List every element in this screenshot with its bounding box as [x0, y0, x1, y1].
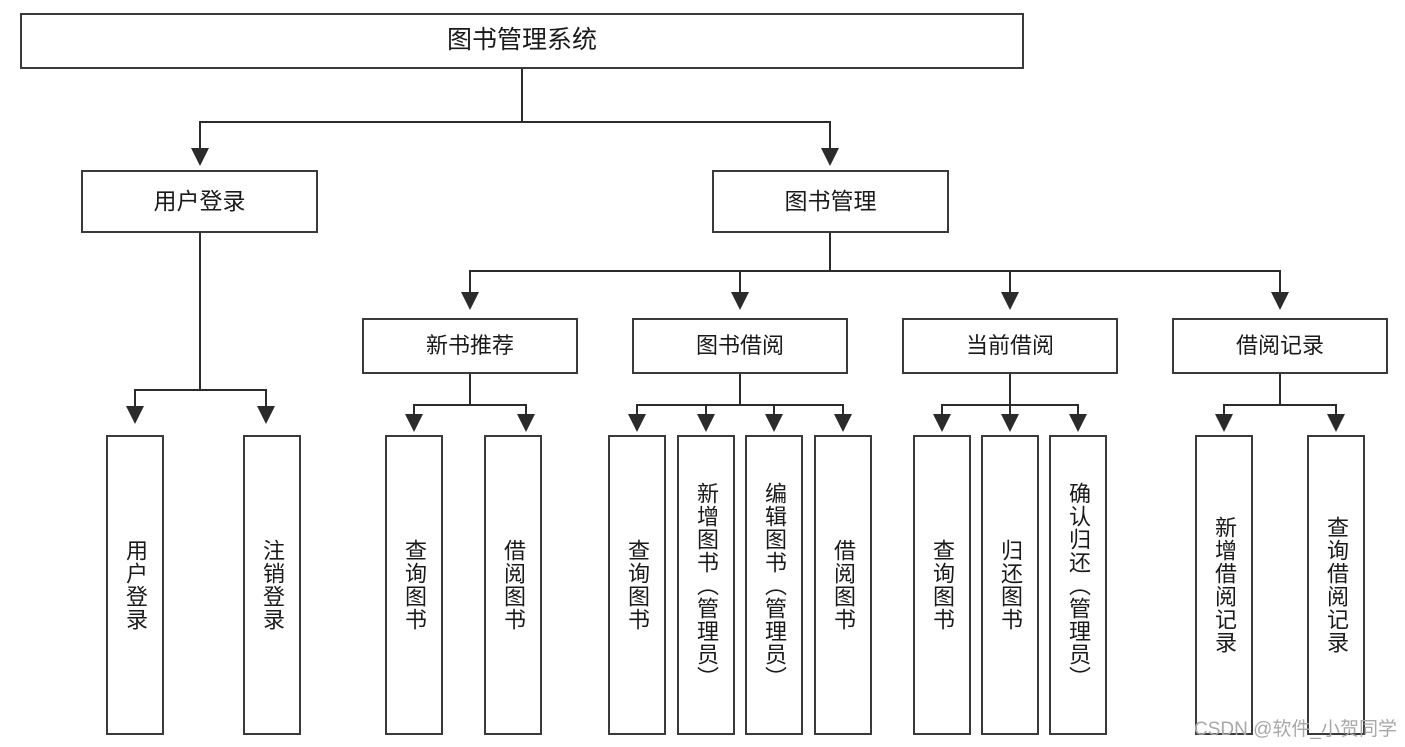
- node-label: 用户登录: [153, 187, 246, 214]
- node-borrow-record[interactable]: 借阅记录: [1172, 318, 1388, 374]
- arrowhead-new-book-rec: [461, 292, 479, 310]
- node-label: 当前借阅: [965, 333, 1054, 359]
- arrowhead-nbr-query-book: [405, 414, 423, 432]
- connector-cb-c3: [1077, 404, 1079, 416]
- node-new-book-recommendation[interactable]: 新书推荐: [362, 318, 578, 374]
- connector-book-manage-bus: [469, 270, 1281, 272]
- watermark-csdn: CSDN @软件_小贺同学: [1194, 719, 1397, 740]
- node-label: 编辑图书（管理员）: [761, 481, 787, 689]
- connector-root-to-user-login: [199, 121, 201, 149]
- connector-bb-c3: [773, 404, 775, 416]
- arrowhead-br-add-record: [1215, 414, 1233, 432]
- connector-br-stem: [1279, 374, 1281, 405]
- node-label: 查询借阅记录: [1323, 516, 1349, 654]
- connector-bb-c4: [842, 404, 844, 416]
- node-label: 借阅图书: [500, 539, 526, 631]
- connector-bm-to-current-borrow: [1009, 270, 1011, 293]
- connector-br-left: [1223, 404, 1225, 416]
- node-label: 新增图书（管理员）: [693, 481, 719, 689]
- arrowhead-book-borrow: [731, 292, 749, 310]
- connector-bb-stem: [739, 374, 741, 405]
- leaf-return-book[interactable]: 归还图书: [981, 435, 1039, 735]
- node-label: 借阅图书: [830, 539, 856, 631]
- node-book-borrow[interactable]: 图书借阅: [632, 318, 848, 374]
- arrowhead-cb-confirm-return: [1069, 414, 1087, 432]
- connector-root-bus: [199, 121, 831, 123]
- node-label: 查询图书: [401, 539, 427, 631]
- connector-root-stem: [521, 69, 523, 122]
- connector-user-login-bus: [134, 389, 266, 391]
- connector-br-right: [1335, 404, 1337, 416]
- leaf-query-borrow-record[interactable]: 查询借阅记录: [1307, 435, 1365, 735]
- node-book-manage[interactable]: 图书管理: [712, 170, 949, 233]
- node-current-borrow[interactable]: 当前借阅: [902, 318, 1118, 374]
- node-label: 用户登录: [122, 539, 148, 631]
- node-user-login[interactable]: 用户登录: [81, 170, 318, 233]
- leaf-confirm-return-admin[interactable]: 确认归还（管理员）: [1049, 435, 1107, 735]
- arrowhead-bb-borrow-book: [834, 414, 852, 432]
- node-label: 查询图书: [624, 539, 650, 631]
- connector-bm-to-borrow-record: [1279, 270, 1281, 293]
- connector-nbr-left: [413, 404, 415, 416]
- leaf-add-borrow-record[interactable]: 新增借阅记录: [1195, 435, 1253, 735]
- arrowhead-current-borrow: [1001, 292, 1019, 310]
- arrowhead-bb-edit-book: [765, 414, 783, 432]
- arrowhead-cb-query-book: [933, 414, 951, 432]
- node-label: 查询图书: [929, 539, 955, 631]
- arrowhead-bb-add-book: [697, 414, 715, 432]
- connector-bm-to-book-borrow: [739, 270, 741, 293]
- node-label: 归还图书: [997, 539, 1023, 631]
- connector-user-login-right: [265, 389, 267, 407]
- arrowhead-nbr-borrow-book: [517, 414, 535, 432]
- arrowhead-to-book-manage: [821, 148, 839, 166]
- node-label: 图书管理系统: [446, 26, 597, 55]
- connector-bb-c1: [636, 404, 638, 416]
- node-label: 借阅记录: [1235, 333, 1324, 359]
- connector-cb-c1: [941, 404, 943, 416]
- arrowhead-cb-return-book: [1001, 414, 1019, 432]
- node-label: 图书借阅: [695, 333, 784, 359]
- connector-bb-c2: [705, 404, 707, 416]
- leaf-user-login[interactable]: 用户登录: [106, 435, 164, 735]
- connector-user-login-stem: [199, 233, 201, 390]
- arrowhead-borrow-record: [1271, 292, 1289, 310]
- arrowhead-leaf-user-login: [126, 406, 144, 424]
- connector-user-login-left: [134, 389, 136, 407]
- node-label: 新书推荐: [425, 333, 514, 359]
- node-root-book-management-system[interactable]: 图书管理系统: [20, 13, 1024, 69]
- node-label: 注销登录: [259, 539, 285, 631]
- connector-cb-stem: [1009, 374, 1011, 405]
- node-label: 新增借阅记录: [1211, 516, 1237, 654]
- connector-br-bus: [1223, 404, 1336, 406]
- connector-nbr-right: [525, 404, 527, 416]
- leaf-edit-book-admin[interactable]: 编辑图书（管理员）: [745, 435, 803, 735]
- arrowhead-br-query-record: [1327, 414, 1345, 432]
- arrowhead-bb-query-book: [628, 414, 646, 432]
- leaf-query-book-current[interactable]: 查询图书: [913, 435, 971, 735]
- connector-nbr-bus: [413, 404, 526, 406]
- leaf-query-book-new-rec[interactable]: 查询图书: [385, 435, 443, 735]
- leaf-add-book-admin[interactable]: 新增图书（管理员）: [677, 435, 735, 735]
- leaf-borrow-book-borrow[interactable]: 借阅图书: [814, 435, 872, 735]
- leaf-logout[interactable]: 注销登录: [243, 435, 301, 735]
- connector-book-manage-stem: [829, 233, 831, 271]
- node-label: 图书管理: [784, 187, 877, 214]
- connector-bm-to-new-book-rec: [469, 270, 471, 293]
- connector-cb-c2: [1009, 404, 1011, 416]
- arrowhead-to-user-login: [191, 148, 209, 166]
- connector-nbr-stem: [469, 374, 471, 405]
- node-label: 确认归还（管理员）: [1065, 481, 1091, 689]
- connector-bb-bus: [636, 404, 844, 406]
- leaf-borrow-book-new-rec[interactable]: 借阅图书: [484, 435, 542, 735]
- leaf-query-book-borrow[interactable]: 查询图书: [608, 435, 666, 735]
- arrowhead-leaf-logout: [257, 406, 275, 424]
- connector-root-to-book-manage: [829, 121, 831, 149]
